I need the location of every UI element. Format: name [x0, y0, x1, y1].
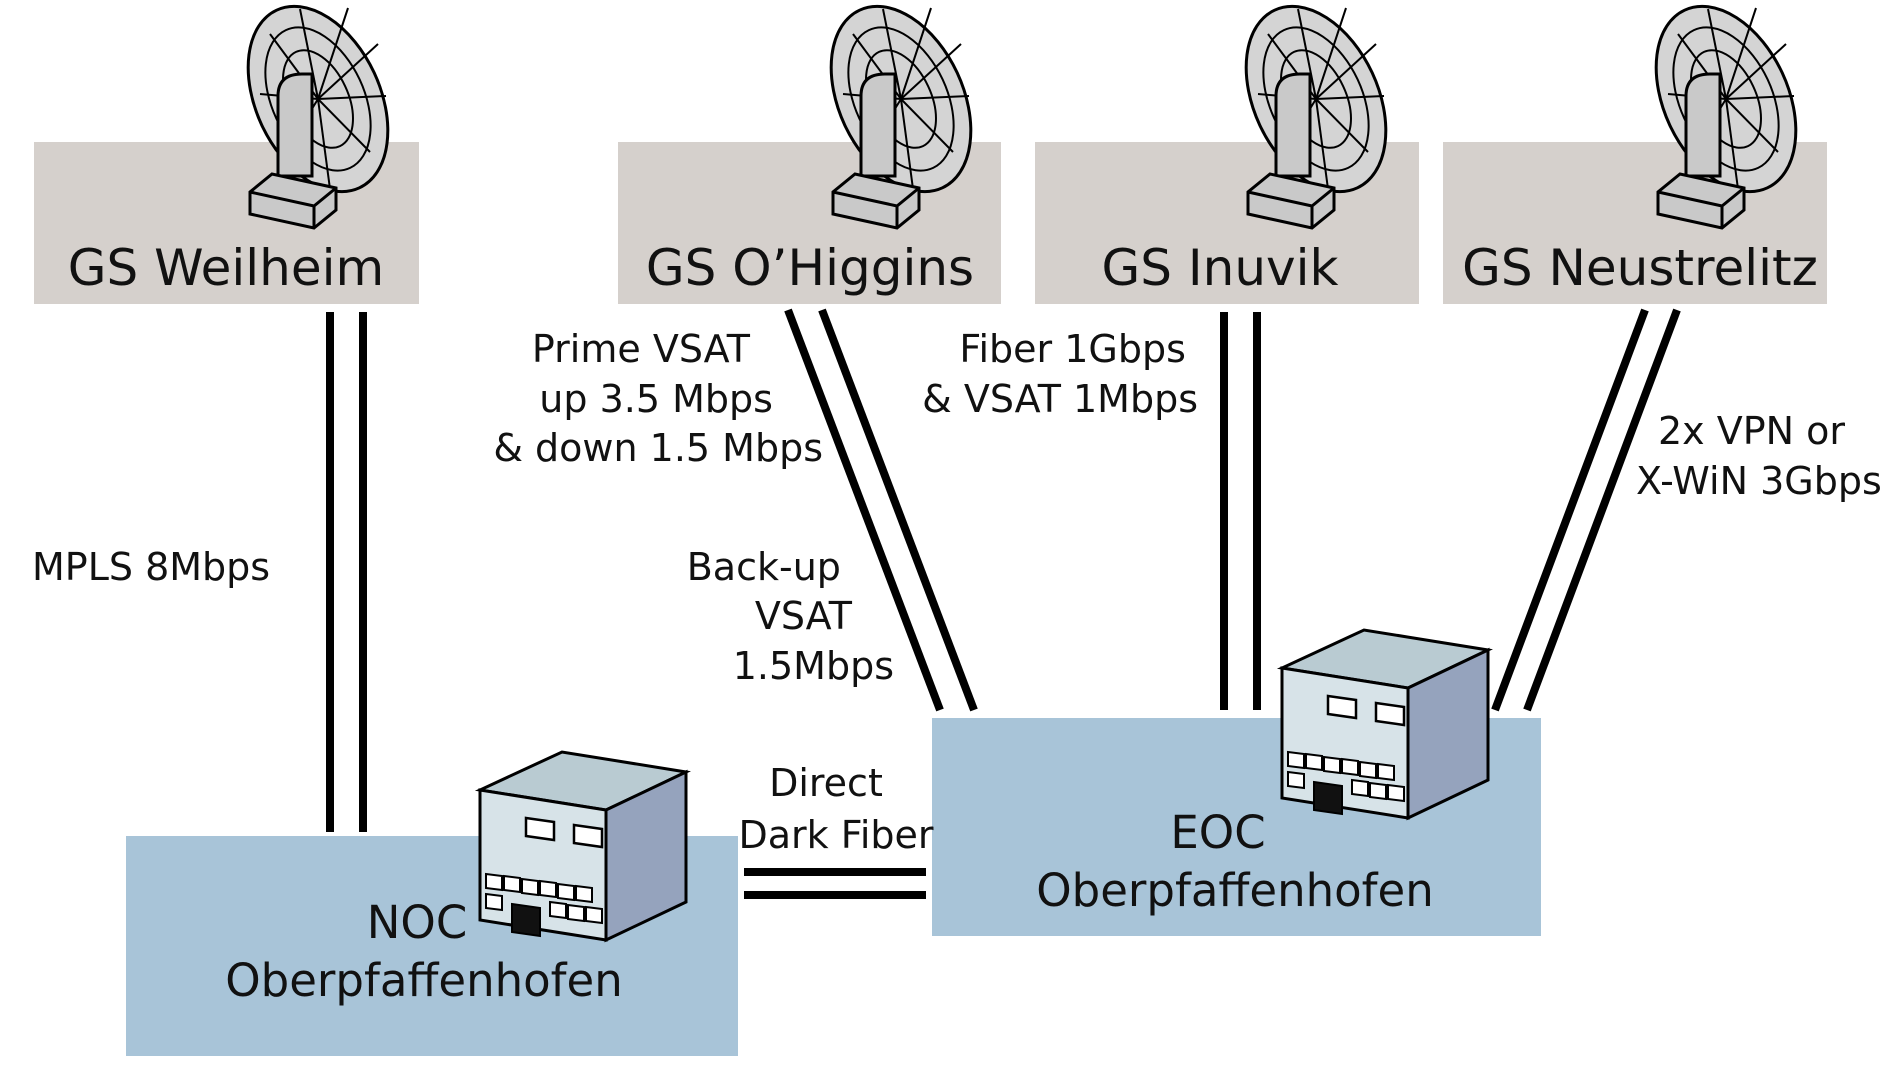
link-label-weilheim: MPLS 8Mbps — [32, 545, 270, 589]
link-ohiggins-eoc — [784, 308, 978, 712]
ground-station-neustrelitz: GS Neustrelitz — [1443, 0, 1827, 304]
station-name: GS Weilheim — [68, 239, 384, 297]
station-name: GS Inuvik — [1102, 239, 1339, 297]
center-name: EOC — [1170, 806, 1265, 859]
eoc-center: EOC Oberpfaffenhofen — [932, 628, 1541, 936]
link-label-ohiggins-prime: Prime VSAT up 3.5 Mbps & down 1.5 Mbps — [493, 327, 823, 470]
link-label-neustrelitz: 2x VPN or X-WiN 3Gbps — [1636, 409, 1882, 503]
link-inuvik-eoc — [1220, 312, 1261, 710]
noc-center: NOC Oberpfaffenhofen — [126, 750, 738, 1056]
station-name: GS Neustrelitz — [1462, 239, 1818, 297]
station-name: GS O’Higgins — [646, 239, 974, 297]
center-location: Oberpfaffenhofen — [225, 954, 622, 1007]
center-location: Oberpfaffenhofen — [1036, 864, 1433, 917]
ground-station-inuvik: GS Inuvik — [1035, 0, 1419, 304]
link-label-noc-eoc: Direct Dark Fiber — [738, 761, 933, 857]
link-label-inuvik: Fiber 1Gbps & VSAT 1Mbps — [922, 327, 1198, 421]
building-icon — [1280, 628, 1490, 820]
link-neustrelitz-eoc — [1491, 308, 1681, 712]
ground-station-ohiggins: GS O’Higgins — [618, 0, 1001, 304]
link-weilheim-noc — [326, 312, 367, 832]
ground-station-weilheim: GS Weilheim — [34, 0, 419, 304]
center-name: NOC — [367, 896, 468, 949]
link-label-ohiggins-backup: Back-up VSAT 1.5Mbps — [687, 545, 894, 688]
building-icon — [478, 750, 688, 942]
link-noc-eoc — [744, 868, 926, 899]
